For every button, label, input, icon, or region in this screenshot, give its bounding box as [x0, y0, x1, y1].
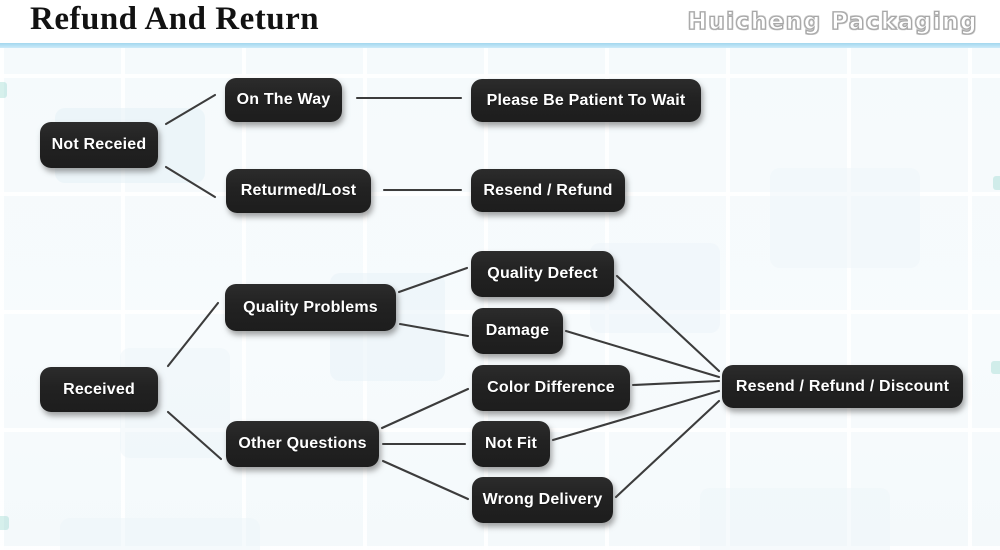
node-quality-problems: Quality Problems — [225, 284, 396, 331]
node-received: Received — [40, 367, 158, 412]
background-tile — [700, 488, 890, 550]
node-label: Resend / Refund / Discount — [735, 377, 950, 395]
node-resend-refund-discount: Resend / Refund / Discount — [722, 365, 963, 408]
node-label: Not Receied — [51, 136, 147, 153]
teal-edge-accent — [991, 361, 1000, 374]
header-divider — [0, 43, 1000, 48]
background-tile — [770, 168, 920, 268]
node-label: Damage — [485, 322, 550, 339]
node-resend-refund: Resend / Refund — [471, 169, 625, 212]
node-label: Resend / Refund — [483, 181, 613, 199]
node-on-the-way: On The Way — [225, 78, 342, 122]
background-tile — [60, 518, 260, 550]
node-label: Other Questions — [238, 435, 367, 452]
node-label: Returmed/Lost — [240, 182, 357, 199]
node-label: Received — [63, 380, 135, 398]
teal-edge-accent — [0, 516, 9, 530]
node-not-receied: Not Receied — [40, 122, 158, 168]
node-label: Quality Problems — [243, 298, 378, 316]
node-returmed-lost: Returmed/Lost — [226, 169, 371, 213]
brand-logo-text: Huicheng Packaging — [687, 8, 978, 35]
page-title: Refund And Return — [30, 1, 320, 37]
teal-edge-accent — [0, 82, 7, 98]
node-label: Color Difference — [487, 379, 615, 396]
node-not-fit: Not Fit — [472, 421, 550, 467]
node-label: Not Fit — [484, 435, 538, 452]
node-label: Quality Defect — [487, 265, 598, 282]
header: Refund And Return Huicheng Packaging — [0, 0, 1000, 43]
node-damage: Damage — [472, 308, 563, 354]
node-label: Please Be Patient To Wait — [486, 91, 686, 109]
node-please-be-patient-to-wait: Please Be Patient To Wait — [471, 79, 701, 122]
node-wrong-delivery: Wrong Delivery — [472, 477, 613, 523]
teal-edge-accent — [993, 176, 1000, 190]
node-other-questions: Other Questions — [226, 421, 379, 467]
node-quality-defect: Quality Defect — [471, 251, 614, 297]
node-label: On The Way — [236, 91, 331, 108]
node-color-difference: Color Difference — [472, 365, 630, 411]
node-label: Wrong Delivery — [482, 491, 603, 508]
